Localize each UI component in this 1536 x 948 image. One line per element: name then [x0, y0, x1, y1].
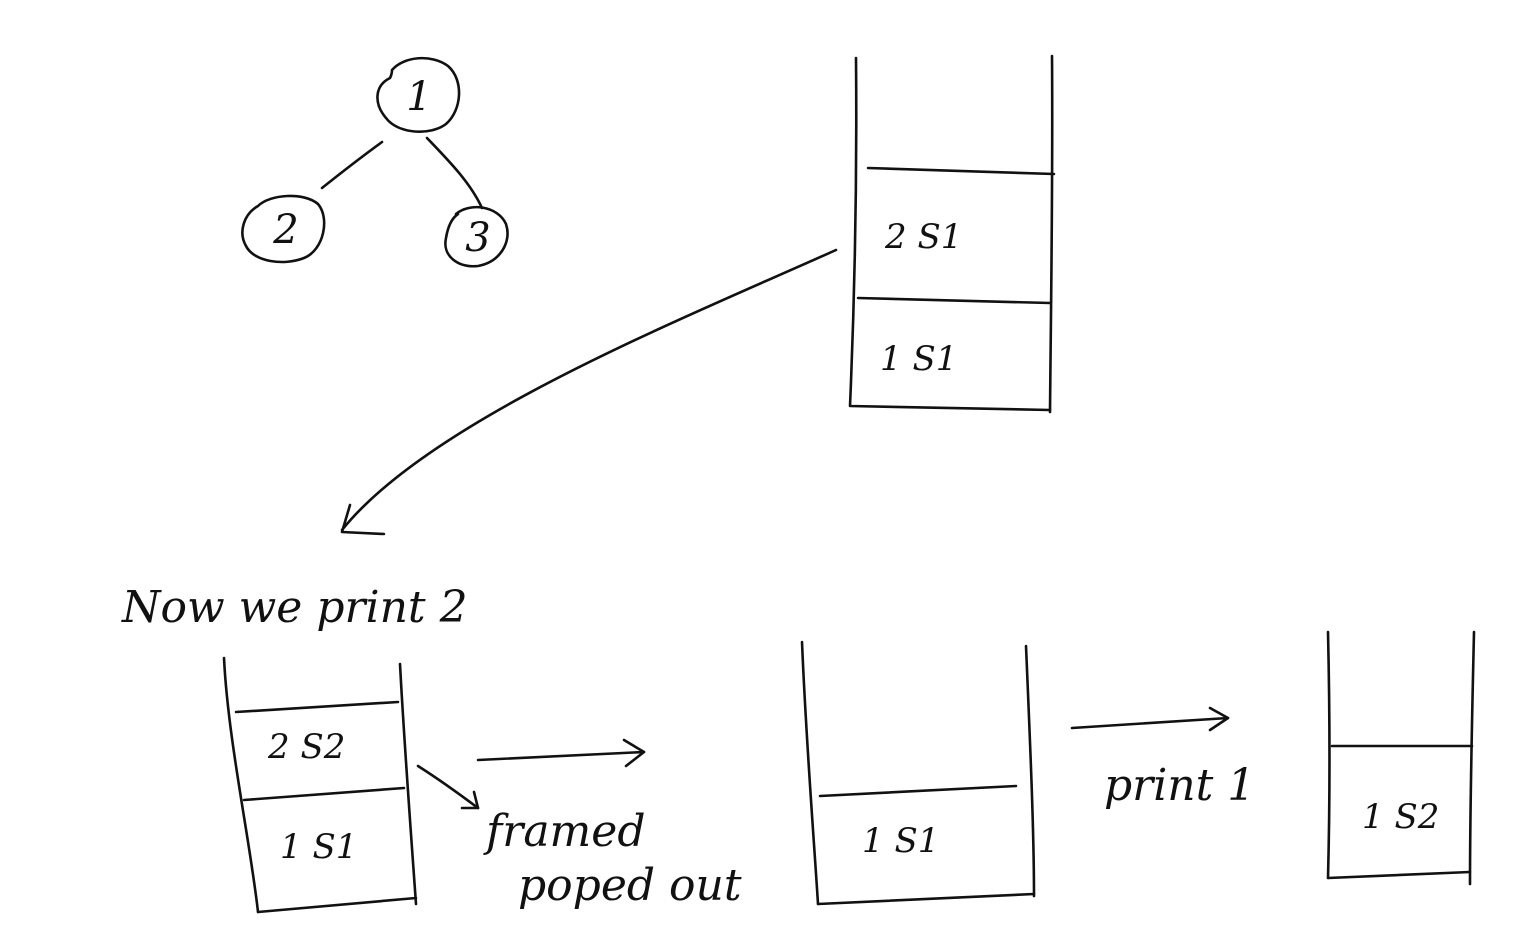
- caption-now-we-print-2: Now we print 2: [121, 582, 468, 633]
- stack-c-row-1: 1 S2: [1362, 797, 1439, 837]
- arrow-b-to-c: [1070, 706, 1230, 732]
- stack-b-row-1: 1 S1: [862, 821, 939, 861]
- stack-a-row-1: 2 S2: [267, 727, 345, 767]
- tree-node-3: 3: [444, 205, 509, 268]
- tree-edge-1-3: [425, 136, 484, 210]
- transition-arrow-down: [340, 248, 838, 536]
- tree-node-2: 2: [241, 194, 326, 264]
- tree-edge-1-2: [320, 140, 384, 190]
- tree-node-1-label: 1: [406, 74, 431, 120]
- top-stack-row-1: 2 S1: [884, 217, 962, 257]
- note-poped-out: poped out: [518, 860, 742, 911]
- tree-node-2-label: 2: [272, 207, 298, 253]
- call-stack-c: 1 S2: [1326, 630, 1476, 886]
- call-stack-top: 2 S1 1 S1: [848, 54, 1056, 414]
- call-stack-b: 1 S1: [800, 640, 1036, 906]
- tree-node-3-label: 3: [465, 215, 490, 261]
- binary-tree: 1 2 3: [241, 56, 509, 268]
- call-stack-a: 2 S2 1 S1: [222, 656, 418, 914]
- tree-node-1: 1: [376, 56, 461, 134]
- stack-a-row-2: 1 S1: [280, 827, 357, 867]
- arrow-a-to-b: [476, 738, 646, 768]
- note-framed: framed: [483, 806, 645, 857]
- note-print-1: print 1: [1104, 760, 1255, 811]
- arrow-to-frame-note: [416, 764, 480, 810]
- top-stack-row-2: 1 S1: [880, 339, 957, 379]
